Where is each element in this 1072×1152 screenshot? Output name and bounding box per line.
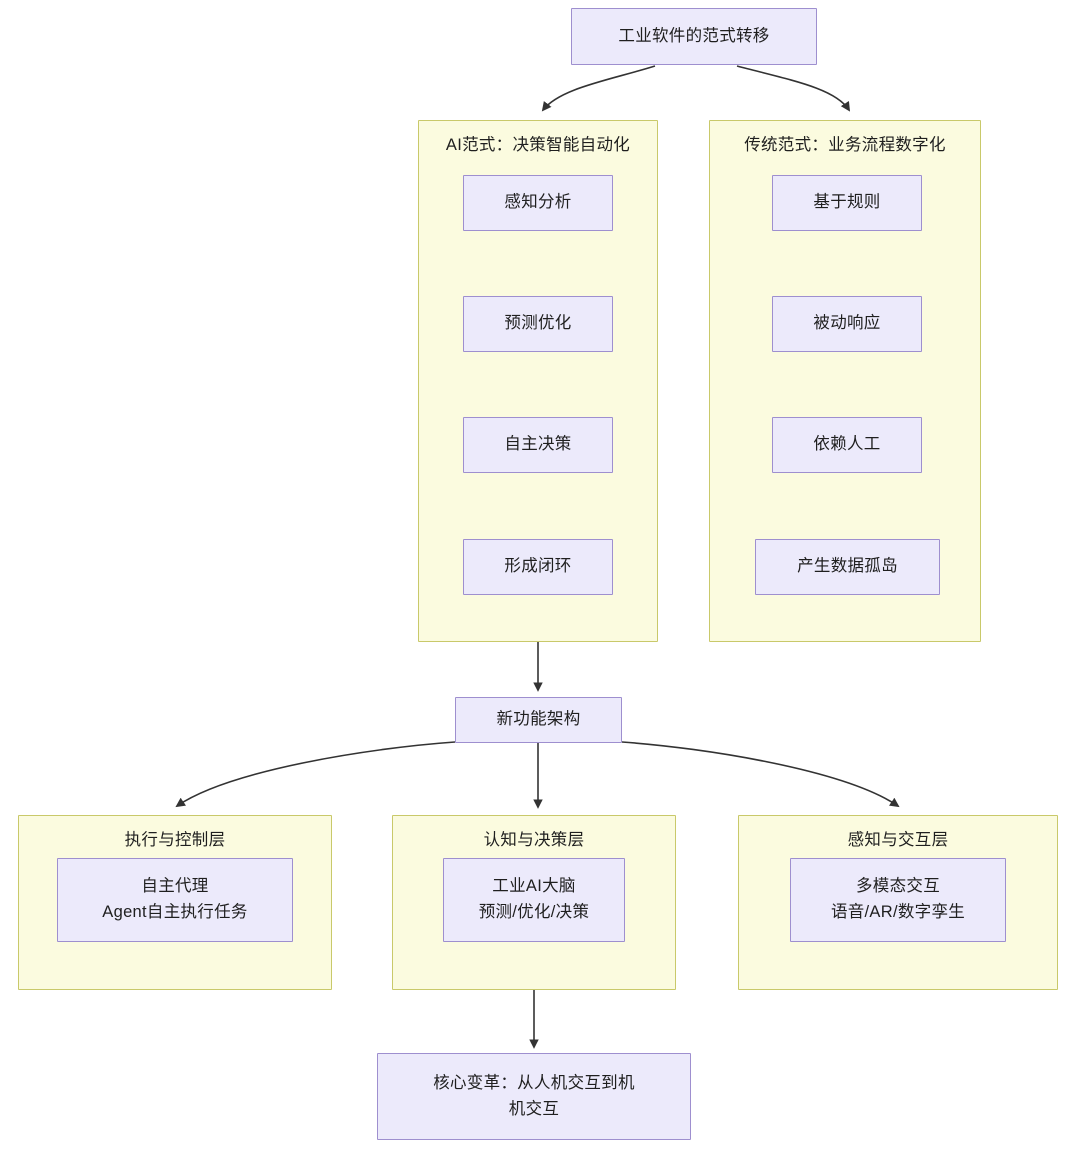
subgraph-perception-interaction-layer-title: 感知与交互层 <box>847 831 949 849</box>
node-industrial-ai-brain[interactable]: 工业AI大脑 预测/优化/决策 <box>443 858 625 942</box>
subgraph-ai-paradigm-title: AI范式：决策智能自动化 <box>445 136 631 154</box>
node-core-transformation-line1: 核心变革：从人机交互到机 <box>433 1073 635 1092</box>
node-title[interactable]: 工业软件的范式转移 <box>571 8 817 65</box>
edge-title-to-traditional <box>736 65 851 112</box>
node-data-silos[interactable]: 产生数据孤岛 <box>755 539 940 595</box>
node-autonomous-agent-line1: 自主代理 <box>141 877 209 896</box>
node-multimodal-interaction-line2: 语音/AR/数字孪生 <box>830 903 966 921</box>
subgraph-cognition-decision-layer-title: 认知与决策层 <box>483 831 585 849</box>
node-multimodal-interaction[interactable]: 多模态交互 语音/AR/数字孪生 <box>790 858 1006 942</box>
node-autonomous-agent[interactable]: 自主代理 Agent自主执行任务 <box>57 858 293 942</box>
node-multimodal-interaction-line1: 多模态交互 <box>856 877 940 896</box>
node-passive-response[interactable]: 被动响应 <box>772 296 922 352</box>
node-autonomous-decision[interactable]: 自主决策 <box>463 417 613 473</box>
node-closed-loop[interactable]: 形成闭环 <box>463 539 613 595</box>
edge-architecture-to-exec <box>175 741 456 808</box>
subgraph-traditional-paradigm-title: 传统范式：业务流程数字化 <box>744 136 946 154</box>
node-predictive-optimization[interactable]: 预测优化 <box>463 296 613 352</box>
node-core-transformation[interactable]: 核心变革：从人机交互到机 机交互 <box>377 1053 691 1140</box>
node-industrial-ai-brain-line1: 工业AI大脑 <box>492 877 576 896</box>
edge-architecture-to-perception <box>621 741 900 808</box>
subgraph-execution-control-layer-title: 执行与控制层 <box>124 831 226 849</box>
node-rule-based[interactable]: 基于规则 <box>772 175 922 231</box>
node-perception-analysis[interactable]: 感知分析 <box>463 175 613 231</box>
edge-title-to-ai <box>541 65 656 112</box>
node-autonomous-agent-line2: Agent自主执行任务 <box>102 903 248 921</box>
node-manual-dependency[interactable]: 依赖人工 <box>772 417 922 473</box>
node-new-architecture[interactable]: 新功能架构 <box>455 697 622 743</box>
node-industrial-ai-brain-line2: 预测/优化/决策 <box>478 903 590 921</box>
node-core-transformation-line2: 机交互 <box>508 1099 560 1118</box>
